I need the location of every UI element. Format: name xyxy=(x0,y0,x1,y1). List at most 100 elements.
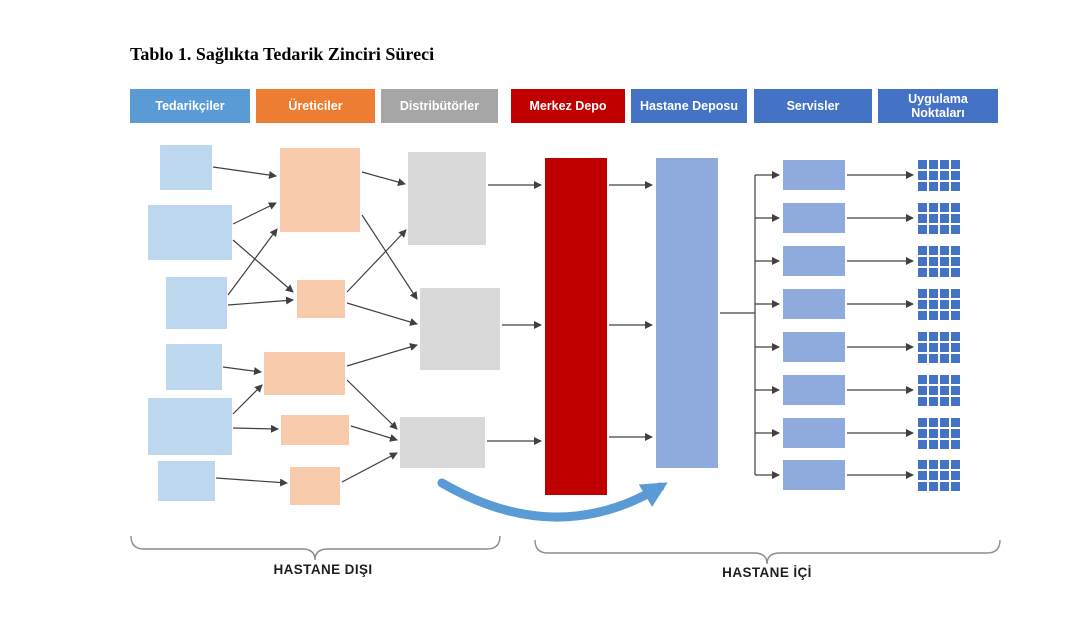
hospital-warehouse-box xyxy=(656,158,718,468)
application-point-cell xyxy=(918,418,927,427)
application-point-cell xyxy=(929,418,938,427)
supplier-box xyxy=(148,205,232,260)
application-point-cell xyxy=(929,471,938,480)
application-point-cell xyxy=(940,182,949,191)
application-point-cell xyxy=(918,257,927,266)
application-point-cell xyxy=(951,225,960,234)
application-point-cell xyxy=(940,460,949,469)
application-point-grid xyxy=(918,375,960,406)
application-point-cell xyxy=(929,332,938,341)
application-point-cell xyxy=(951,214,960,223)
application-point-cell xyxy=(918,214,927,223)
supplier-box xyxy=(160,145,212,190)
application-point-grid xyxy=(918,460,960,491)
application-point-cell xyxy=(951,332,960,341)
application-point-cell xyxy=(929,311,938,320)
application-point-cell xyxy=(951,182,960,191)
application-point-cell xyxy=(929,225,938,234)
application-point-cell xyxy=(951,460,960,469)
application-point-cell xyxy=(929,354,938,363)
application-point-cell xyxy=(929,246,938,255)
brace-hastane-ici xyxy=(534,539,1001,565)
application-point-cell xyxy=(951,257,960,266)
application-point-cell xyxy=(929,300,938,309)
application-point-cell xyxy=(918,203,927,212)
application-point-cell xyxy=(940,225,949,234)
application-point-cell xyxy=(918,171,927,180)
application-point-cell xyxy=(940,354,949,363)
application-point-cell xyxy=(918,225,927,234)
application-point-cell xyxy=(918,332,927,341)
application-point-cell xyxy=(929,171,938,180)
application-point-cell xyxy=(940,257,949,266)
diagram-title: Tablo 1. Sağlıkta Tedarik Zinciri Süreci xyxy=(130,44,435,64)
supplier-box xyxy=(166,277,227,329)
application-point-cell xyxy=(940,397,949,406)
application-point-cell xyxy=(918,268,927,277)
application-point-cell xyxy=(940,343,949,352)
application-point-cell xyxy=(951,418,960,427)
application-point-cell xyxy=(951,440,960,449)
application-point-cell xyxy=(940,160,949,169)
application-point-cell xyxy=(929,182,938,191)
column-header-hastane-deposu: Hastane Deposu xyxy=(631,89,747,123)
application-point-cell xyxy=(940,440,949,449)
application-point-cell xyxy=(951,171,960,180)
supplier-box xyxy=(158,461,215,501)
supplier-box xyxy=(148,398,232,455)
application-point-cell xyxy=(918,354,927,363)
application-point-cell xyxy=(929,203,938,212)
application-point-cell xyxy=(940,375,949,384)
service-box xyxy=(783,460,845,490)
column-header-servisler: Servisler xyxy=(754,89,872,123)
service-box xyxy=(783,375,845,405)
service-box xyxy=(783,289,845,319)
application-point-cell xyxy=(940,300,949,309)
application-point-cell xyxy=(951,482,960,491)
application-point-cell xyxy=(951,375,960,384)
application-point-cell xyxy=(918,482,927,491)
application-point-cell xyxy=(918,471,927,480)
application-point-cell xyxy=(951,300,960,309)
column-header-ureticiler: Üreticiler xyxy=(256,89,375,123)
application-point-cell xyxy=(918,160,927,169)
application-point-cell xyxy=(951,429,960,438)
application-point-cell xyxy=(951,343,960,352)
service-box xyxy=(783,246,845,276)
service-box xyxy=(783,160,845,190)
distributor-box xyxy=(420,288,500,370)
brace-hastane-disi xyxy=(130,535,501,561)
central-warehouse-box xyxy=(545,158,607,495)
application-point-cell xyxy=(929,397,938,406)
application-point-cell xyxy=(940,418,949,427)
application-point-cell xyxy=(940,471,949,480)
application-point-grid xyxy=(918,418,960,449)
application-point-grid xyxy=(918,203,960,234)
application-point-cell xyxy=(918,289,927,298)
service-box xyxy=(783,203,845,233)
manufacturer-box xyxy=(264,352,345,395)
application-point-cell xyxy=(940,386,949,395)
column-header-uygulama-noktalari: Uygulama Noktaları xyxy=(878,89,998,123)
distributor-box xyxy=(400,417,485,468)
application-point-grid xyxy=(918,160,960,191)
application-point-cell xyxy=(940,311,949,320)
manufacturer-box xyxy=(280,148,360,232)
application-point-cell xyxy=(951,268,960,277)
application-point-cell xyxy=(918,300,927,309)
service-box xyxy=(783,418,845,448)
application-point-cell xyxy=(929,375,938,384)
application-point-cell xyxy=(918,440,927,449)
application-point-cell xyxy=(918,311,927,320)
application-point-cell xyxy=(951,354,960,363)
application-point-cell xyxy=(940,482,949,491)
application-point-cell xyxy=(951,311,960,320)
application-point-cell xyxy=(951,160,960,169)
manufacturer-box xyxy=(290,467,340,505)
application-point-cell xyxy=(929,160,938,169)
application-point-cell xyxy=(929,440,938,449)
application-point-cell xyxy=(918,460,927,469)
application-point-grid xyxy=(918,246,960,277)
column-header-tedarikciler: Tedarikçiler xyxy=(130,89,250,123)
